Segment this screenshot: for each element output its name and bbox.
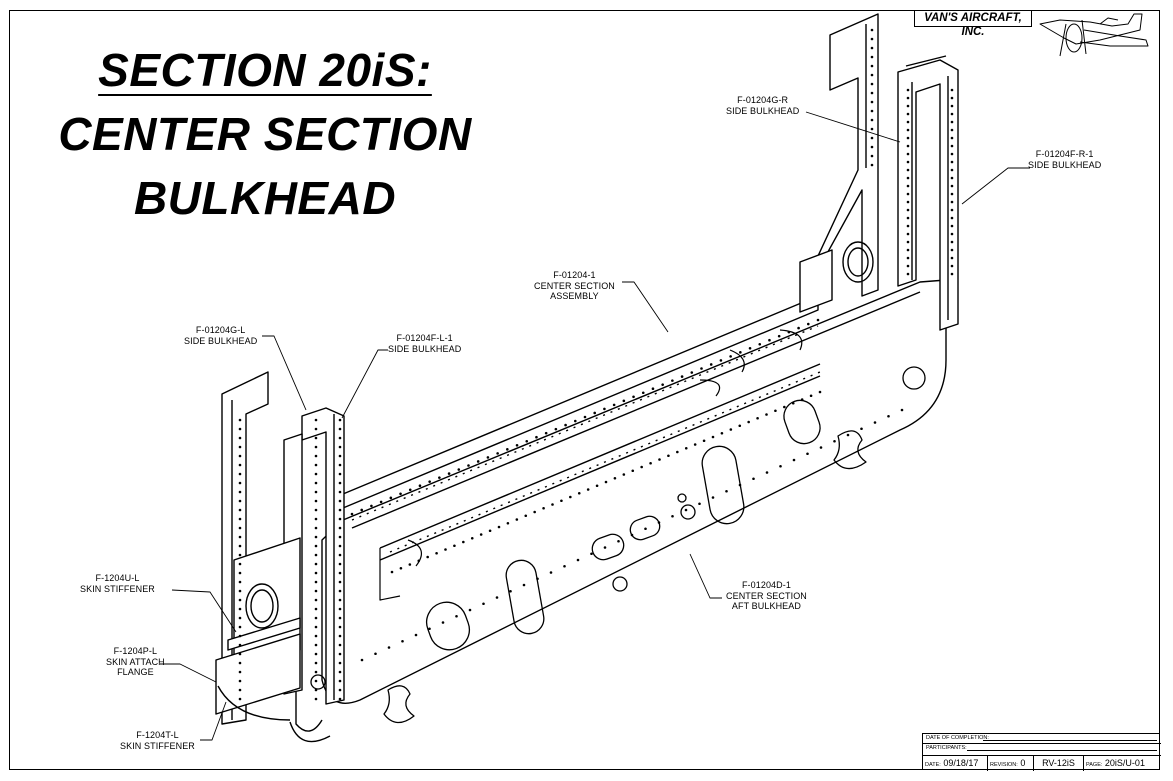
- participants-label: PARTICIPANTS:: [926, 745, 967, 751]
- left-skin-attach-flange: [215, 633, 301, 715]
- callout-center-part: F-01204-1: [553, 270, 596, 280]
- callout-g-r-desc: SIDE BULKHEAD: [726, 105, 800, 116]
- participants-row: PARTICIPANTS:: [923, 743, 1161, 753]
- callout-d-1-desc: CENTER SECTION: [726, 590, 807, 601]
- model-value: RV-12iS: [1042, 758, 1075, 768]
- right-side-bulkhead-f: [897, 55, 959, 331]
- right-end-hole: [842, 241, 874, 283]
- rivet-holes: [238, 28, 954, 701]
- callout-d-1: F-01204D-1 CENTER SECTION AFT BULKHEAD: [726, 580, 807, 612]
- left-end-hole: [245, 583, 279, 629]
- callout-d-1-part: F-01204D-1: [741, 580, 791, 590]
- callout-p-l-desc: SKIN ATTACH: [106, 656, 165, 667]
- callout-u-l-part: F-1204U-L: [95, 573, 140, 583]
- page-cell: PAGE: 20iS/U-01: [1083, 756, 1161, 771]
- callout-f-l-part: F-01204F-L-1: [396, 333, 453, 343]
- callout-u-l-desc: SKIN STIFFENER: [80, 583, 155, 594]
- page-value: 20iS/U-01: [1104, 758, 1145, 768]
- right-end-frame: [799, 249, 833, 313]
- date-value: 09/18/17: [943, 758, 979, 768]
- callout-g-l: F-01204G-L SIDE BULKHEAD: [184, 325, 257, 346]
- left-bottom-curve: [217, 685, 291, 721]
- callout-g-r-part: F-01204G-R: [737, 95, 789, 105]
- info-row: DATE: 09/18/17 REVISION: 0 RV-12iS PAGE:…: [923, 755, 1161, 772]
- callout-g-l-desc: SIDE BULKHEAD: [184, 335, 258, 346]
- callout-center-desc: CENTER SECTION: [534, 280, 615, 291]
- callout-f-l-desc: SIDE BULKHEAD: [388, 343, 462, 354]
- left-skin-stiffener: [227, 617, 301, 651]
- callout-t-l: F-1204T-L SKIN STIFFENER: [120, 730, 195, 751]
- section-title: SECTION 20iS: CENTER SECTION BULKHEAD: [30, 38, 500, 230]
- date-cell: DATE: 09/18/17: [923, 756, 987, 771]
- center-ribs: [379, 329, 803, 601]
- callout-t-l-desc: SKIN STIFFENER: [120, 740, 195, 751]
- callout-d-1-desc2: AFT BULKHEAD: [731, 601, 801, 611]
- section-title-line3: BULKHEAD: [133, 172, 397, 224]
- brand-label: VAN'S AIRCRAFT, INC.: [914, 10, 1032, 38]
- callout-p-l-desc2: FLANGE: [117, 667, 154, 677]
- section-title-line2: CENTER SECTION: [58, 108, 472, 160]
- callout-f-r-part: F-01204F-R-1: [1035, 149, 1094, 159]
- callout-f-r: F-01204F-R-1 SIDE BULKHEAD: [1028, 149, 1101, 170]
- bulkhead-cutouts: [310, 366, 926, 724]
- callout-p-l-part: F-1204P-L: [113, 646, 158, 656]
- airplane-logo-icon: [1039, 13, 1149, 57]
- callout-g-r: F-01204G-R SIDE BULKHEAD: [726, 95, 799, 116]
- callout-center: F-01204-1 CENTER SECTION ASSEMBLY: [534, 270, 615, 302]
- leader-lines: [160, 111, 1030, 741]
- date-label: DATE:: [925, 762, 941, 768]
- callout-t-l-part: F-1204T-L: [136, 730, 179, 740]
- completion-label: DATE OF COMPLETION:: [926, 735, 989, 741]
- callout-center-desc2: ASSEMBLY: [550, 291, 599, 301]
- drawing-frame: [9, 10, 1160, 770]
- revision-label: REVISION:: [990, 762, 1018, 768]
- callout-p-l: F-1204P-L SKIN ATTACH FLANGE: [106, 646, 165, 678]
- callout-g-l-part: F-01204G-L: [195, 325, 246, 335]
- title-block: DATE OF COMPLETION: PARTICIPANTS: DATE: …: [922, 733, 1161, 772]
- callout-f-r-desc: SIDE BULKHEAD: [1028, 159, 1102, 170]
- model-cell: RV-12iS: [1033, 756, 1083, 771]
- callout-f-l: F-01204F-L-1 SIDE BULKHEAD: [388, 333, 461, 354]
- page-label: PAGE:: [1086, 762, 1103, 768]
- section-title-line1: SECTION 20iS:: [98, 44, 432, 96]
- revision-value: 0: [1020, 758, 1026, 768]
- revision-cell: REVISION: 0: [987, 756, 1033, 771]
- completion-row: DATE OF COMPLETION:: [923, 734, 1161, 743]
- callout-u-l: F-1204U-L SKIN STIFFENER: [80, 573, 155, 594]
